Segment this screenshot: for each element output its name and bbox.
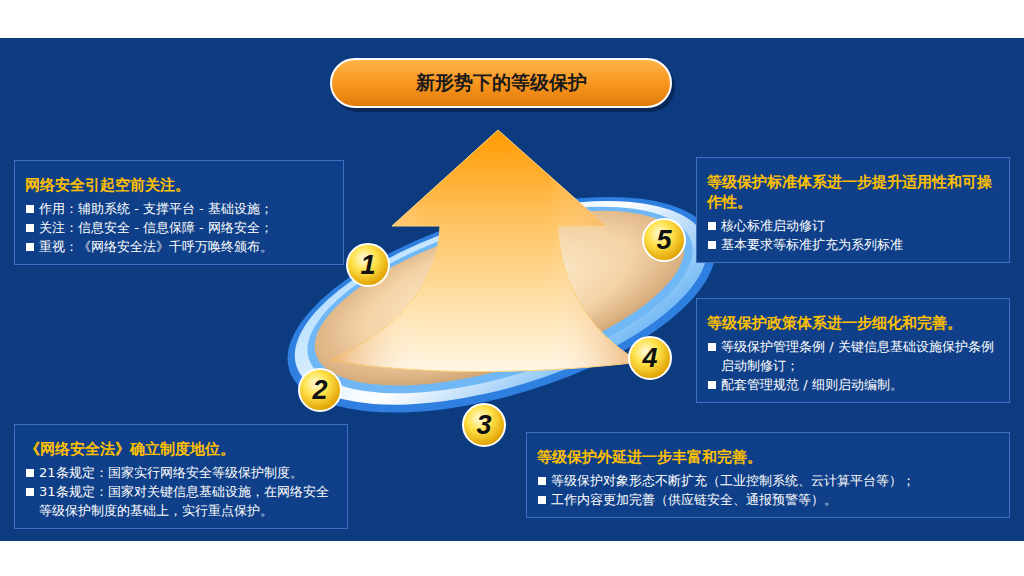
- callout-number: 1: [345, 242, 391, 288]
- bullet-text: 31条规定：国家对关键信息基础设施，在网络安全等级保护制度的基础上，实行重点保护…: [39, 484, 329, 518]
- bullet-text: 等级保护对象形态不断扩充（工业控制系统、云计算平台等）；: [551, 473, 915, 488]
- bullet-text: 重视：《网络安全法》千呼万唤终颁布。: [39, 239, 273, 254]
- title-pill: 新形势下的等级保护: [330, 58, 672, 108]
- bullet-square: [26, 224, 34, 232]
- bullet-text: 配套管理规范 / 细则启动编制。: [721, 377, 903, 392]
- bullet-item: 等级保护管理条例 / 关键信息基础设施保护条例启动制修订；: [707, 337, 999, 375]
- bullet-square: [26, 488, 34, 496]
- callout-number: 2: [297, 367, 343, 413]
- bullet-square: [26, 205, 34, 213]
- bullet-square: [26, 243, 34, 251]
- bullet-square: [26, 469, 34, 477]
- bullet-text: 等级保护管理条例 / 关键信息基础设施保护条例启动制修订；: [721, 339, 994, 373]
- bullet-text: 基本要求等标准扩充为系列标准: [721, 237, 903, 252]
- bullet-square: [538, 496, 546, 504]
- bullet-item: 工作内容更加完善（供应链安全、通报预警等）。: [537, 490, 999, 509]
- bullet-text: 工作内容更加完善（供应链安全、通报预警等）。: [551, 492, 837, 507]
- bullet-text: 关注：信息安全 - 信息保障 - 网络安全；: [39, 220, 273, 235]
- info-box: 等级保护外延进一步丰富和完善。等级保护对象形态不断扩充（工业控制系统、云计算平台…: [526, 432, 1010, 518]
- bullet-square: [708, 241, 716, 249]
- callout-circle: 3: [461, 402, 507, 448]
- box-heading: 等级保护标准体系进一步提升适用性和可操作性。: [707, 172, 999, 212]
- bullet-text: 核心标准启动修订: [721, 218, 825, 233]
- bullet-item: 31条规定：国家对关键信息基础设施，在网络安全等级保护制度的基础上，实行重点保护…: [25, 482, 337, 520]
- info-box: 等级保护政策体系进一步细化和完善。等级保护管理条例 / 关键信息基础设施保护条例…: [696, 298, 1010, 403]
- bullet-item: 核心标准启动修订: [707, 216, 999, 235]
- bullet-item: 关注：信息安全 - 信息保障 - 网络安全；: [25, 218, 333, 237]
- box-heading: 等级保护政策体系进一步细化和完善。: [707, 313, 999, 333]
- info-box: 等级保护标准体系进一步提升适用性和可操作性。核心标准启动修订基本要求等标准扩充为…: [696, 157, 1010, 263]
- box-heading: 网络安全引起空前关注。: [25, 175, 333, 195]
- info-box: 《网络安全法》确立制度地位。 21条规定：国家实行网络安全等级保护制度。 31条规定…: [14, 424, 348, 529]
- title-text: 新形势下的等级保护: [416, 70, 587, 96]
- bullet-square: [538, 477, 546, 485]
- bullet-square: [708, 222, 716, 230]
- bullet-item: 作用：辅助系统 - 支撑平台 - 基础设施；: [25, 199, 333, 218]
- box-heading: 等级保护外延进一步丰富和完善。: [537, 447, 999, 467]
- callout-circle: 2: [297, 367, 343, 413]
- callout-number: 3: [461, 402, 507, 448]
- callout-circle: 5: [641, 217, 687, 263]
- bullet-square: [708, 343, 716, 351]
- callout-number: 4: [627, 335, 673, 381]
- box-heading: 《网络安全法》确立制度地位。: [25, 439, 337, 459]
- callout-circle: 1: [345, 242, 391, 288]
- bullet-text: 21条规定：国家实行网络安全等级保护制度。: [39, 465, 303, 480]
- info-box: 网络安全引起空前关注。作用：辅助系统 - 支撑平台 - 基础设施； 关注：信息安全…: [14, 160, 344, 265]
- bullet-item: 21条规定：国家实行网络安全等级保护制度。: [25, 463, 337, 482]
- callout-circle: 4: [627, 335, 673, 381]
- callout-number: 5: [641, 217, 687, 263]
- bullet-item: 配套管理规范 / 细则启动编制。: [707, 375, 999, 394]
- bullet-item: 等级保护对象形态不断扩充（工业控制系统、云计算平台等）；: [537, 471, 999, 490]
- bullet-item: 基本要求等标准扩充为系列标准: [707, 235, 999, 254]
- bullet-square: [708, 381, 716, 389]
- bullet-item: 重视：《网络安全法》千呼万唤终颁布。: [25, 237, 333, 256]
- bullet-text: 作用：辅助系统 - 支撑平台 - 基础设施；: [39, 201, 273, 216]
